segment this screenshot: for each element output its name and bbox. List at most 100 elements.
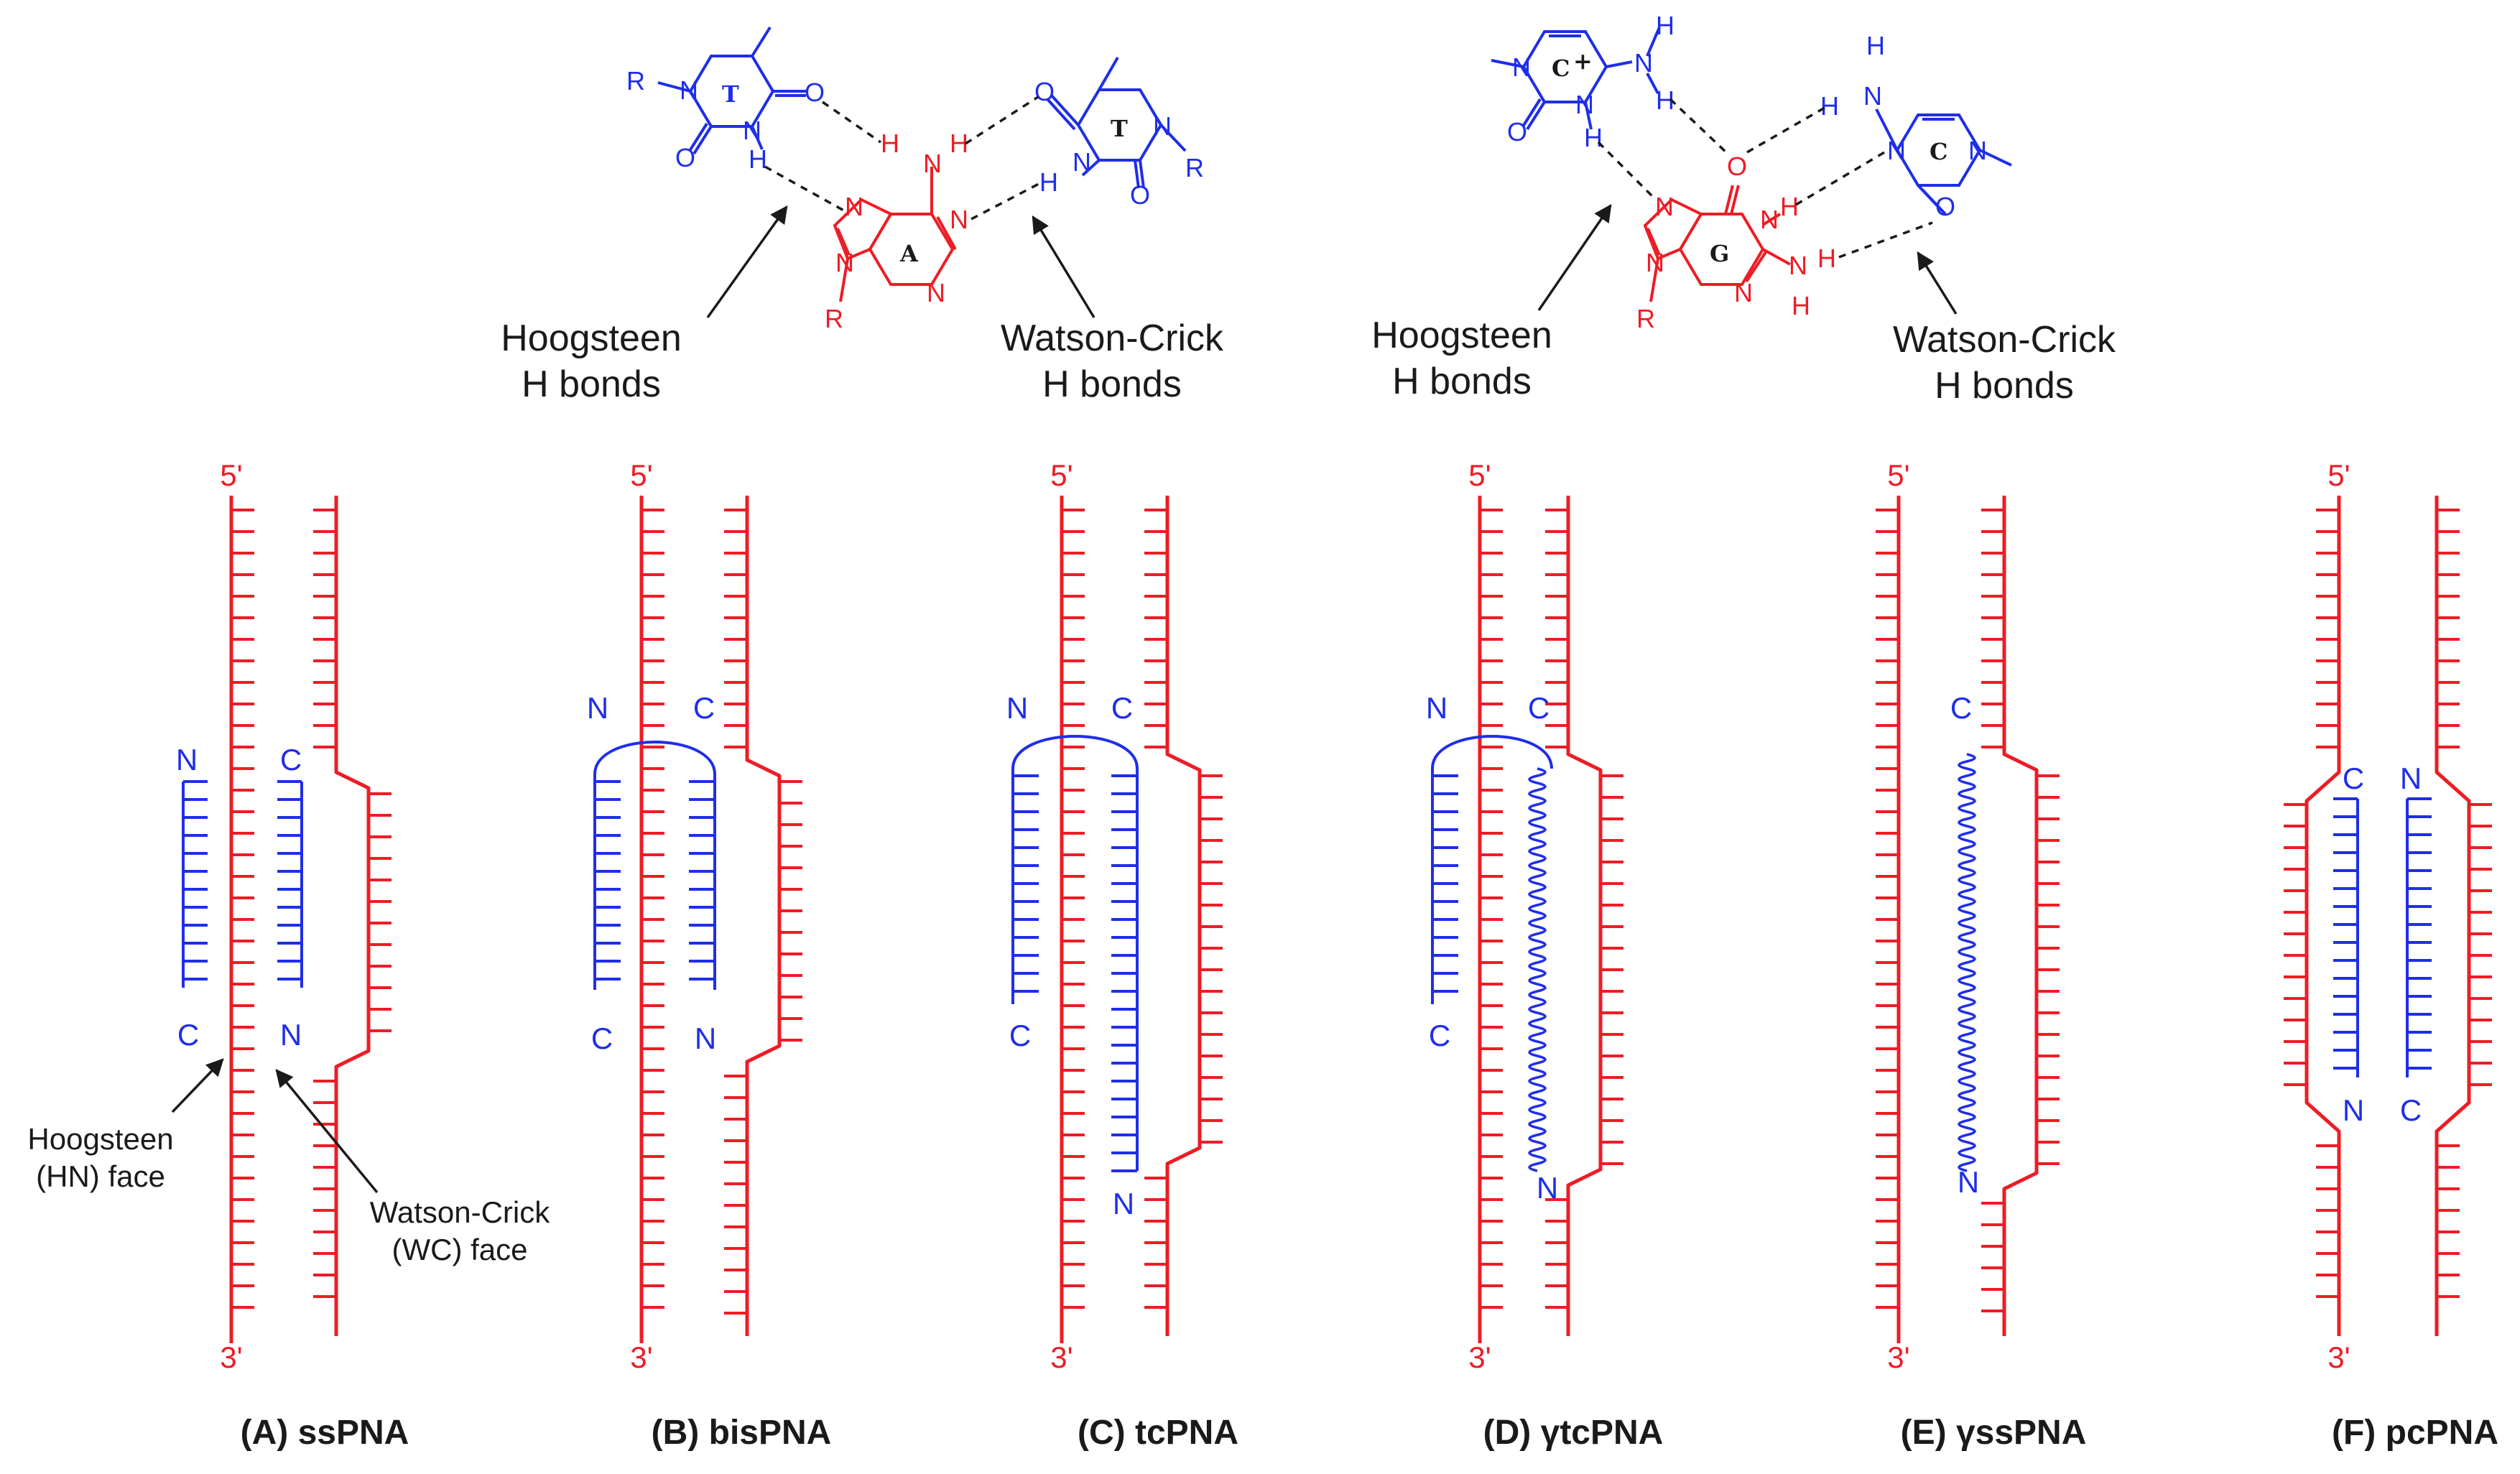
cg-hoogsteen-label-1: Hoogsteen (1371, 315, 1552, 356)
pna-end-label: N (2400, 761, 2422, 795)
cg-wc-label-1: Watson-Crick (1893, 319, 2116, 361)
at-h-bonds (764, 96, 1039, 221)
pna-end-label: C (591, 1021, 613, 1055)
five-prime-label: 5' (2327, 458, 2350, 492)
t-left-n3: N (743, 116, 761, 145)
t-left-h3: H (749, 144, 767, 174)
at-wc-label-1: Watson-Crick (1001, 317, 1224, 359)
adenine-center (833, 167, 957, 302)
g-h1: H (1780, 192, 1799, 221)
c-right-o2: O (1935, 192, 1955, 221)
a-r: R (825, 304, 843, 333)
c-plus-h4a: H (1656, 11, 1674, 40)
three-prime-label: 3' (2327, 1340, 2350, 1374)
guanine-center (1643, 185, 1791, 302)
c-plus-n3: N (1575, 90, 1594, 119)
c-plus-h3: H (1584, 123, 1603, 152)
c-plus-n4: N (1634, 48, 1653, 78)
dna-strand-2 (745, 496, 782, 1336)
t-right-h3: H (1039, 167, 1058, 197)
g-n3: N (1734, 278, 1753, 307)
five-prime-label: 5' (630, 458, 652, 492)
hn-face-label-1: Hoogsteen (27, 1122, 173, 1156)
t-right-r: R (1185, 153, 1204, 182)
a-n7: N (845, 192, 863, 221)
a-n9: N (835, 248, 854, 277)
three-prime-label: 3' (630, 1340, 652, 1374)
three-prime-label: 3' (220, 1340, 242, 1374)
thymine-right-label: T (1111, 115, 1128, 142)
pna-end-label: C (2400, 1093, 2422, 1127)
five-prime-label: 5' (1468, 458, 1491, 492)
pna-gamma-helix (1958, 753, 1976, 1172)
panel-caption: (A) ssPNA (241, 1414, 409, 1452)
at-arrows (706, 205, 1095, 319)
pna-end-label: N (587, 691, 608, 725)
panel-e: 5'3'CN(E) γssPNA (1876, 458, 2086, 1452)
t-left-n1: N (680, 75, 698, 105)
pna-end-label: N (695, 1021, 716, 1055)
c-plus-n1: N (1512, 52, 1531, 82)
cytosine-right-label: C (1930, 138, 1947, 165)
t-left-o2: O (675, 143, 695, 172)
pna-end-label: C (693, 691, 715, 725)
five-prime-label: 5' (220, 458, 242, 492)
g-o6: O (1727, 152, 1747, 181)
guanine-label: G (1710, 240, 1729, 267)
cytosine-right (1875, 108, 2012, 215)
panel-caption: (D) γtcPNA (1483, 1414, 1664, 1452)
at-hoogsteen-label-2: H bonds (522, 363, 661, 405)
pna-end-label: N (1537, 1171, 1558, 1205)
a-n6: N (923, 149, 942, 178)
g-n2: N (1789, 251, 1807, 280)
thymine-left (657, 26, 806, 155)
at-wc-label-2: H bonds (1042, 363, 1182, 405)
pna-end-label: N (280, 1018, 302, 1052)
three-prime-label: 3' (1887, 1340, 1909, 1374)
pna-end-label: N (1113, 1187, 1134, 1220)
at-hoogsteen-label-1: Hoogsteen (501, 317, 682, 359)
a-h6b: H (950, 129, 968, 158)
panel-caption-name: tcPNA (1135, 1414, 1238, 1452)
t-right-o2: O (1130, 180, 1150, 210)
pna-end-label: C (280, 743, 302, 777)
a-n1: N (950, 205, 968, 234)
cg-h-bonds (1597, 98, 1933, 259)
three-prime-label: 3' (1050, 1340, 1073, 1374)
t-right-n3: N (1073, 147, 1091, 177)
cytosine-plus-charge: + (1573, 47, 1593, 75)
pna-end-label: C (1009, 1019, 1031, 1052)
g-h2a: H (1817, 244, 1836, 273)
cg-wc-label-2: H bonds (1935, 365, 2074, 407)
panel-caption-prefix: (C) (1078, 1414, 1135, 1452)
adenine-label: A (899, 240, 919, 267)
five-prime-label: 5' (1050, 458, 1073, 492)
g-n7: N (1655, 192, 1674, 221)
cg-arrows (1537, 203, 1958, 315)
g-n9: N (1646, 248, 1664, 277)
a-n3: N (927, 278, 945, 307)
g-h2b: H (1792, 291, 1810, 320)
pna-end-label: C (2343, 761, 2364, 795)
cg-hoogsteen-label-2: H bonds (1392, 361, 1532, 402)
t-left-r: R (626, 66, 645, 96)
t-left-o4: O (805, 78, 825, 107)
c-right-h4a: H (1866, 31, 1885, 60)
pna-end-label: N (2343, 1093, 2364, 1127)
cytosine-plus-label: C (1552, 55, 1570, 82)
panel-caption-name: ssPNA (298, 1414, 409, 1452)
pna-bis-linker (593, 741, 716, 990)
dna-strand-2 (1566, 496, 1603, 1336)
c-plus-o2: O (1507, 117, 1527, 147)
pna-gamma-linker (1431, 735, 1553, 1004)
cg-triplet: C + N N O N H H H G N N N N (1371, 11, 2116, 407)
pna-end-label: N (1958, 1165, 1979, 1199)
c-right-n3: N (1887, 136, 1906, 165)
pna-gamma-helix (1528, 767, 1547, 1172)
thymine-left-label: T (722, 80, 739, 108)
three-prime-label: 3' (1468, 1340, 1491, 1374)
